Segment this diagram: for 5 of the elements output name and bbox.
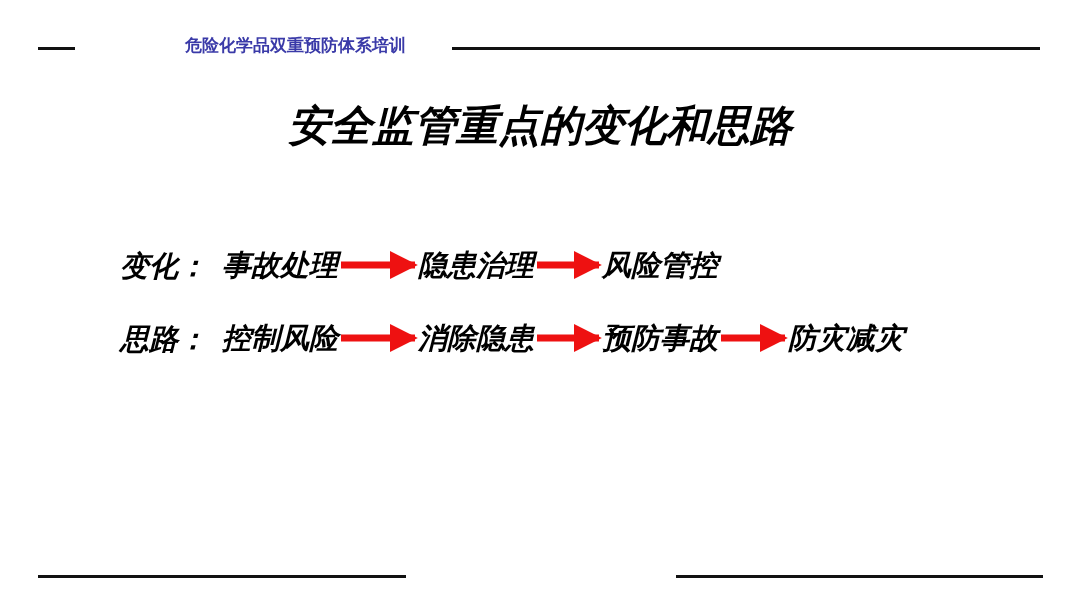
header-text: 危险化学品双重预防体系培训 xyxy=(185,34,406,57)
slide-title: 安全监管重点的变化和思路 xyxy=(0,98,1080,154)
row-label: 思路： xyxy=(120,321,207,358)
row-label: 变化： xyxy=(120,248,207,285)
step-text: 消除隐患 xyxy=(418,318,534,358)
